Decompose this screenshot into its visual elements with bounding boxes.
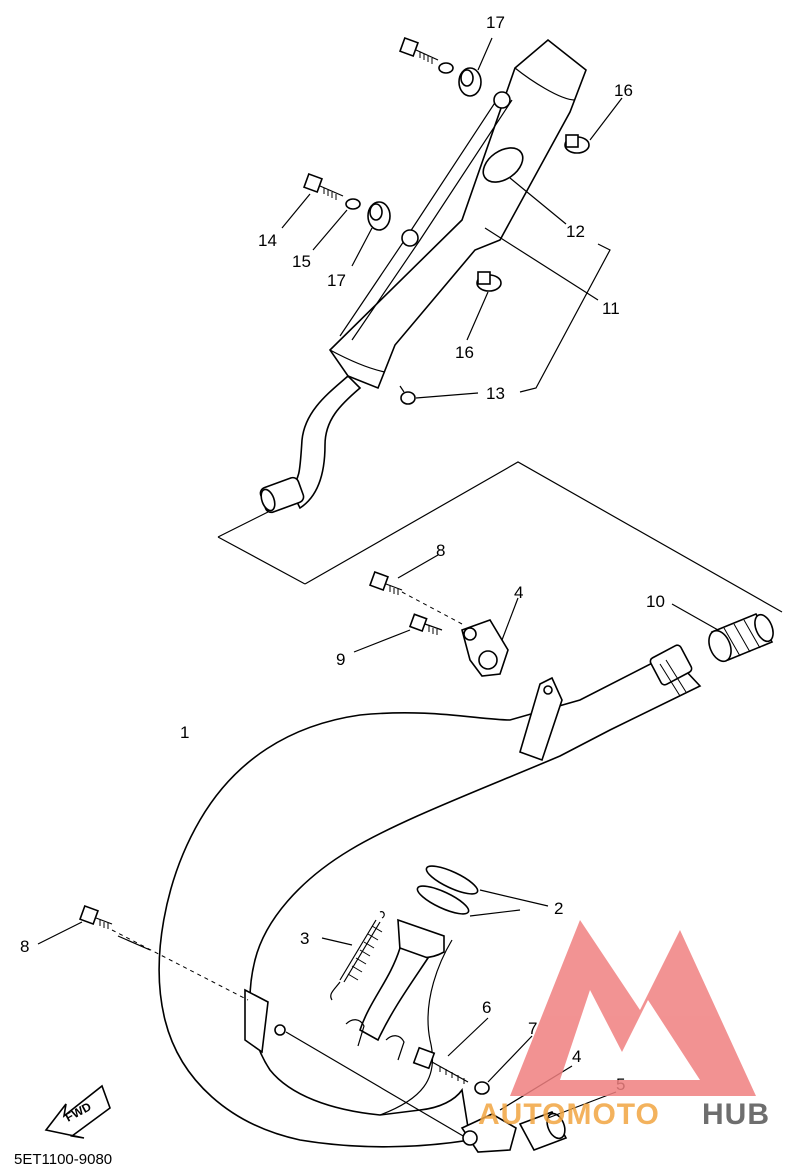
bolt-8-lower <box>79 905 113 929</box>
bolt-6 <box>412 1046 469 1084</box>
callout-15: 15 <box>292 252 311 271</box>
grommet-16-mid <box>476 271 502 292</box>
callout-17-mid: 17 <box>327 271 346 290</box>
gasket-10 <box>708 612 774 663</box>
callout-17-top: 17 <box>486 13 505 32</box>
callout-4-upper: 4 <box>514 583 523 602</box>
callout-3: 3 <box>300 929 309 948</box>
callout-8-lower: 8 <box>20 937 29 956</box>
callout-14: 14 <box>258 231 277 250</box>
o-rings-2 <box>416 865 479 915</box>
bracket-4-upper <box>461 619 509 677</box>
collar-5 <box>518 1111 568 1151</box>
clip-right <box>385 1035 405 1061</box>
callout-9: 9 <box>336 650 345 669</box>
bracket-4-lower <box>460 1113 517 1153</box>
callout-11: 11 <box>602 299 620 318</box>
callout-12: 12 <box>566 222 585 241</box>
bolt-9 <box>408 613 443 635</box>
exhaust-pipe-1 <box>158 644 702 1148</box>
screw-13 <box>399 385 416 405</box>
muffler-assembly <box>259 38 587 514</box>
watermark-logo: AUTOMOTO HUB <box>478 920 770 1131</box>
clip-left <box>345 1019 365 1047</box>
washer-7 <box>474 1081 490 1095</box>
callout-16-top: 16 <box>614 81 633 100</box>
callout-4-lower: 4 <box>572 1047 581 1066</box>
callout-7: 7 <box>528 1019 537 1038</box>
bolt-17-top <box>399 37 482 97</box>
bolt-14 <box>303 173 391 231</box>
assembly-outline <box>217 461 783 613</box>
watermark-triangle-icon <box>510 920 756 1096</box>
part-code: 5ET1100-9080 <box>14 1151 112 1168</box>
callout-labels: 17 16 12 14 15 17 11 16 13 8 4 10 9 1 2 … <box>20 13 665 1094</box>
callout-8-upper: 8 <box>436 541 445 560</box>
watermark-text-part1: AUTOMOTO <box>478 1098 660 1131</box>
bolt-8-upper <box>369 571 403 595</box>
watermark-text-part2: HUB <box>702 1098 770 1131</box>
callout-13: 13 <box>486 384 505 403</box>
grommet-16-top <box>564 134 590 154</box>
callout-2: 2 <box>554 899 563 918</box>
callout-10: 10 <box>646 592 665 611</box>
spring-3 <box>330 911 385 1001</box>
callout-6: 6 <box>482 998 491 1017</box>
callout-16-mid: 16 <box>455 343 474 362</box>
callout-1: 1 <box>180 723 189 742</box>
forward-direction-arrow: FWD <box>44 1084 111 1139</box>
